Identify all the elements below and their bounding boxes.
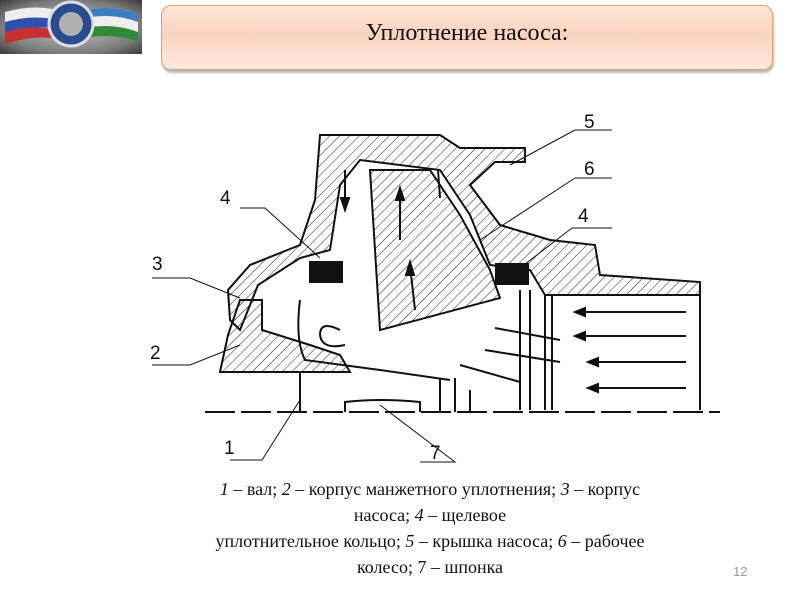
caption-line: колесо; 7 – шпонка bbox=[356, 557, 504, 577]
caption-line: насоса; 4 – щелевое bbox=[353, 505, 507, 525]
caption-line: уплотнительное кольцо; 5 – крышка насоса… bbox=[215, 531, 645, 551]
callout-5: 5 bbox=[584, 112, 595, 133]
flow-arrows bbox=[339, 169, 686, 394]
leader-lines bbox=[152, 129, 612, 463]
slide-title: Уплотнение насоса: bbox=[365, 20, 569, 46]
callout-7: 7 bbox=[430, 443, 441, 464]
callout-4-right: 4 bbox=[578, 206, 589, 227]
page-number: 12 bbox=[733, 564, 748, 579]
pump-seal-diagram: 5 6 4 4 3 2 1 7 bbox=[150, 112, 720, 464]
callout-1: 1 bbox=[224, 438, 235, 459]
callout-3: 3 bbox=[152, 254, 163, 275]
callout-2: 2 bbox=[150, 343, 161, 364]
flags-emblem-image bbox=[5, 0, 138, 48]
university-logo bbox=[0, 0, 142, 54]
callout-4-left: 4 bbox=[220, 188, 231, 209]
callout-6: 6 bbox=[584, 159, 595, 180]
shaft-and-impeller bbox=[205, 261, 720, 413]
title-banner: Уплотнение насоса: bbox=[161, 5, 773, 70]
diagram-caption: 1 – вал; 2 – корпус манжетного уплотнени… bbox=[150, 476, 710, 580]
caption-line: 1 – вал; 2 – корпус манжетного уплотнени… bbox=[219, 479, 641, 499]
